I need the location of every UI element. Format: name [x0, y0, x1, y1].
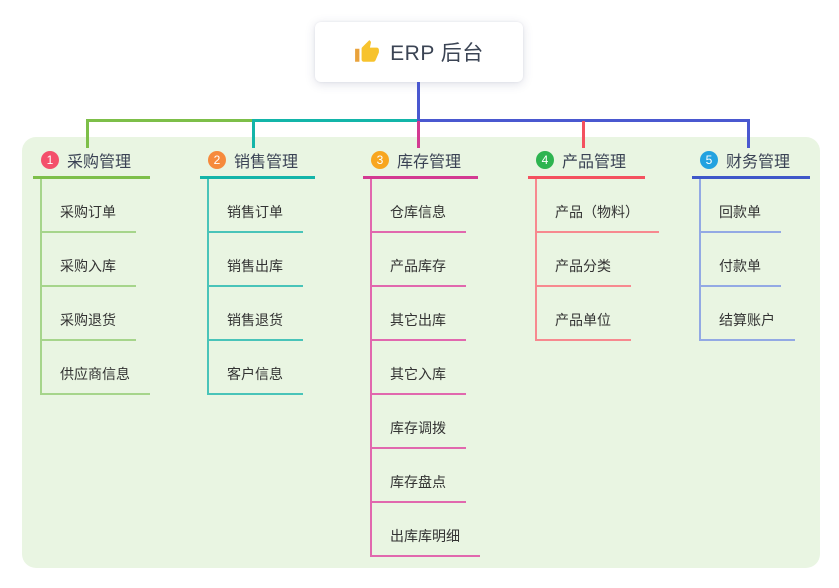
child-node[interactable]: 结算账户 [701, 287, 795, 341]
child-node[interactable]: 其它入库 [372, 341, 466, 395]
child-node-label: 产品分类 [555, 258, 611, 274]
branch-header-5[interactable]: 5 财务管理 [692, 148, 810, 179]
child-node-label: 其它出库 [390, 312, 446, 328]
root-title: ERP 后台 [390, 42, 484, 65]
branch-title: 销售管理 [234, 153, 299, 171]
bus-segment-right [417, 119, 750, 122]
child-node-label: 客户信息 [227, 366, 283, 382]
child-node[interactable]: 产品库存 [372, 233, 466, 287]
branch-badge-icon: 4 [536, 150, 554, 169]
child-node[interactable]: 出库库明细 [372, 503, 480, 557]
child-node-label: 供应商信息 [60, 366, 130, 382]
child-node[interactable]: 库存调拨 [372, 395, 466, 449]
branch-children-5: 回款单付款单结算账户 [699, 179, 795, 341]
branch-badge-icon: 1 [41, 150, 59, 169]
child-node-label: 销售退货 [227, 312, 283, 328]
branch-children-3: 仓库信息产品库存其它出库其它入库库存调拨库存盘点出库库明细 [370, 179, 480, 557]
child-node[interactable]: 采购入库 [42, 233, 136, 287]
child-node-label: 付款单 [719, 258, 761, 274]
child-node-label: 销售订单 [227, 204, 283, 220]
branch-header-3[interactable]: 3 库存管理 [363, 148, 478, 179]
branch-badge-icon: 3 [371, 150, 389, 169]
child-node-label: 产品库存 [390, 258, 446, 274]
child-node[interactable]: 其它出库 [372, 287, 466, 341]
child-node-label: 结算账户 [719, 312, 775, 328]
child-node[interactable]: 采购退货 [42, 287, 136, 341]
branch-children-1: 采购订单采购入库采购退货供应商信息 [40, 179, 150, 395]
child-node[interactable]: 回款单 [701, 179, 781, 233]
branch-badge-icon: 5 [700, 150, 718, 169]
child-node-label: 销售出库 [227, 258, 283, 274]
child-node[interactable]: 客户信息 [209, 341, 303, 395]
drop-line-4 [582, 121, 585, 148]
branch-title: 产品管理 [562, 153, 627, 171]
branch-title: 采购管理 [67, 153, 132, 171]
child-node-label: 回款单 [719, 204, 761, 220]
root-node[interactable]: ERP 后台 [315, 22, 523, 82]
child-node-label: 产品单位 [555, 312, 611, 328]
child-node[interactable]: 销售出库 [209, 233, 303, 287]
drop-line-5 [747, 121, 750, 148]
child-node[interactable]: 销售退货 [209, 287, 303, 341]
root-stem-line [417, 82, 420, 120]
child-node[interactable]: 仓库信息 [372, 179, 466, 233]
drop-line-1 [86, 121, 89, 148]
child-node[interactable]: 产品（物料） [537, 179, 659, 233]
drop-line-3 [417, 121, 420, 148]
branches-panel [22, 137, 820, 568]
child-node[interactable]: 库存盘点 [372, 449, 466, 503]
branch-title: 库存管理 [397, 153, 462, 171]
branch-header-2[interactable]: 2 销售管理 [200, 148, 315, 179]
child-node-label: 采购退货 [60, 312, 116, 328]
branch-title: 财务管理 [726, 153, 791, 171]
child-node[interactable]: 采购订单 [42, 179, 136, 233]
child-node-label: 其它入库 [390, 366, 446, 382]
bus-segment-mid [252, 119, 418, 122]
child-node-label: 采购入库 [60, 258, 116, 274]
child-node-label: 出库库明细 [390, 528, 460, 544]
child-node-label: 库存调拨 [390, 420, 446, 436]
child-node[interactable]: 付款单 [701, 233, 781, 287]
child-node[interactable]: 产品单位 [537, 287, 631, 341]
drop-line-2 [252, 121, 255, 148]
branch-children-2: 销售订单销售出库销售退货客户信息 [207, 179, 303, 395]
child-node[interactable]: 供应商信息 [42, 341, 150, 395]
thumbs-up-icon [355, 40, 380, 62]
branch-header-1[interactable]: 1 采购管理 [33, 148, 150, 179]
child-node-label: 产品（物料） [555, 204, 639, 220]
child-node-label: 库存盘点 [390, 474, 446, 490]
child-node-label: 采购订单 [60, 204, 116, 220]
branch-header-4[interactable]: 4 产品管理 [528, 148, 645, 179]
child-node-label: 仓库信息 [390, 204, 446, 220]
branch-children-4: 产品（物料） 产品分类产品单位 [535, 179, 659, 341]
branch-badge-icon: 2 [208, 150, 226, 169]
bus-segment-left [86, 119, 253, 122]
child-node[interactable]: 产品分类 [537, 233, 631, 287]
child-node[interactable]: 销售订单 [209, 179, 303, 233]
